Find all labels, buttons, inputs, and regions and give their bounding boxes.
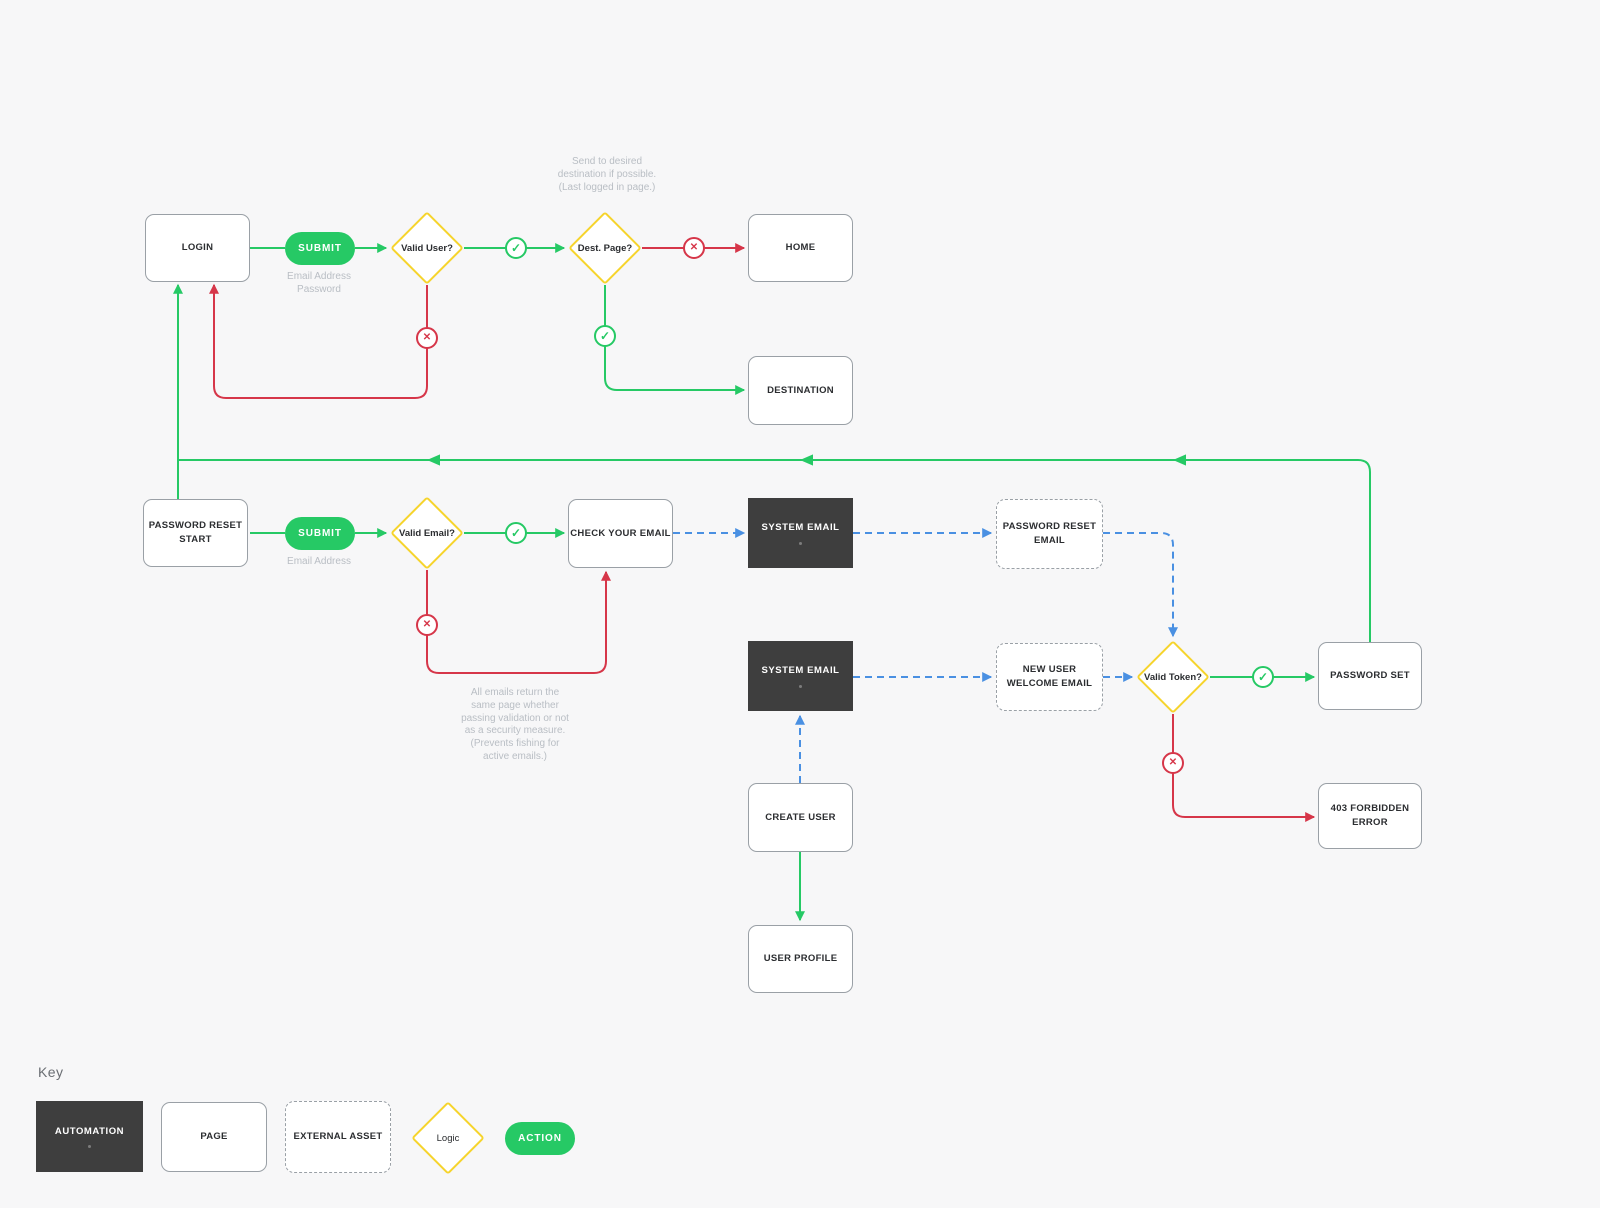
check-glyph: ✓ [510,241,522,255]
valid-user-logic-node[interactable]: Valid User? [390,211,464,285]
key-title: Key [38,1064,64,1080]
note-line: Send to desired [571,156,643,167]
destination-page-node[interactable]: DESTINATION [748,356,853,425]
forbidden-error-page-node[interactable]: 403 FORBIDDEN ERROR [1318,783,1422,849]
automation-mark-icon [799,541,802,545]
cross-icon: ✕ [416,327,438,349]
check-glyph: ✓ [510,526,522,540]
check-icon: ✓ [594,325,616,347]
key-external-asset-swatch[interactable]: EXTERNAL ASSET [285,1101,391,1173]
valid-email-logic-node[interactable]: Valid Email? [390,496,464,570]
submit-field-line: Email Address [287,271,351,282]
user-profile-label: USER PROFILE [763,953,838,965]
cross-icon: ✕ [1162,752,1184,774]
automation-mark-icon [88,1145,91,1149]
valid-token-label: Valid Token? [1144,671,1202,683]
submit-action-node-login[interactable]: SUBMIT [285,232,355,265]
password-reset-start-node[interactable]: PASSWORD RESET START [143,499,248,567]
edge-validtoken-forbidden [1172,714,1316,822]
valid-email-label: Valid Email? [399,527,455,539]
note-line: (Last logged in page.) [558,181,656,193]
loop-arrow-left-2 [800,454,813,466]
user-profile-page-node[interactable]: USER PROFILE [748,925,853,993]
note-line: passing validation or not [461,712,569,724]
check-your-email-page-node[interactable]: CHECK YOUR EMAIL [568,499,673,568]
home-page-label: HOME [785,242,816,254]
dest-page-logic-node[interactable]: Dest. Page? [568,211,642,285]
cross-glyph: ✕ [422,619,432,630]
check-your-email-label: CHECK YOUR EMAIL [570,527,671,539]
home-page-node[interactable]: HOME [748,214,853,282]
submit-action-label: SUBMIT [298,528,342,539]
dest-page-label: Dest. Page? [577,242,633,254]
check-icon: ✓ [1252,666,1274,688]
note-line: All emails return the [470,687,560,698]
cross-icon: ✕ [683,237,705,259]
note-line: (Prevents fishing for [470,738,560,750]
submit-field-line: Email Address [287,556,351,567]
note-line: active emails.) [483,750,547,762]
key-automation-label: AUTOMATION [54,1125,125,1137]
check-glyph: ✓ [599,329,611,343]
submit-fields-note-reset: Email Address [249,556,389,569]
check-glyph: ✓ [1257,670,1269,684]
create-user-page-node[interactable]: CREATE USER [748,783,853,852]
check-icon: ✓ [505,522,527,544]
cross-glyph: ✕ [1168,757,1178,768]
destination-note: Send to desired destination if possible.… [507,156,707,194]
edge-passwordresetemail-validtoken [1103,532,1178,638]
new-user-welcome-email-label: NEW USER WELCOME EMAIL [1006,664,1093,689]
password-set-label: PASSWORD SET [1330,670,1410,682]
edge-passwordset-login-loop [178,459,1371,642]
cross-icon: ✕ [416,614,438,636]
forbidden-error-label: 403 FORBIDDEN ERROR [1330,803,1410,828]
check-icon: ✓ [505,237,527,259]
loop-arrow-left-1 [427,454,440,466]
edge-validemail-fail-checkyouremail [426,570,611,674]
system-email-automation-node-1[interactable]: SYSTEM EMAIL [748,498,853,568]
key-logic-swatch[interactable]: Logic [411,1101,485,1175]
cross-glyph: ✕ [689,242,699,253]
key-action-swatch[interactable]: ACTION [505,1122,575,1155]
loop-arrow-left-3 [1173,454,1186,466]
system-email-label: SYSTEM EMAIL [761,665,840,677]
password-set-page-node[interactable]: PASSWORD SET [1318,642,1422,710]
note-line: destination if possible. [557,168,657,180]
submit-action-label: SUBMIT [298,243,342,254]
edge-destpage-destination [604,285,746,395]
edge-validuser-fail-login [209,283,428,399]
key-automation-swatch[interactable]: AUTOMATION [36,1101,143,1172]
note-line: as a security measure. [464,725,566,737]
security-note: All emails return the same page whether … [415,687,615,764]
key-logic-label: Logic [436,1132,460,1144]
password-reset-email-label: PASSWORD RESET EMAIL [1002,521,1097,546]
cross-glyph: ✕ [422,332,432,343]
note-line: same page whether [471,699,559,711]
submit-fields-note-login: Email Address Password [249,271,389,297]
login-page-label: LOGIN [181,242,214,254]
system-email-automation-node-2[interactable]: SYSTEM EMAIL [748,641,853,711]
create-user-label: CREATE USER [765,811,836,823]
valid-token-logic-node[interactable]: Valid Token? [1136,640,1210,714]
key-action-label: ACTION [518,1133,562,1144]
automation-mark-icon [799,684,802,688]
submit-action-node-reset[interactable]: SUBMIT [285,517,355,550]
new-user-welcome-email-asset-node[interactable]: NEW USER WELCOME EMAIL [996,643,1103,711]
system-email-label: SYSTEM EMAIL [761,522,840,534]
password-reset-email-asset-node[interactable]: PASSWORD RESET EMAIL [996,499,1103,569]
valid-user-label: Valid User? [401,242,453,254]
password-reset-start-label: PASSWORD RESET START [148,520,243,545]
submit-field-line: Password [297,283,341,295]
key-page-label: PAGE [200,1131,228,1143]
destination-page-label: DESTINATION [767,384,834,396]
key-page-swatch[interactable]: PAGE [161,1102,267,1172]
login-page-node[interactable]: LOGIN [145,214,250,282]
key-external-asset-label: EXTERNAL ASSET [293,1131,383,1143]
